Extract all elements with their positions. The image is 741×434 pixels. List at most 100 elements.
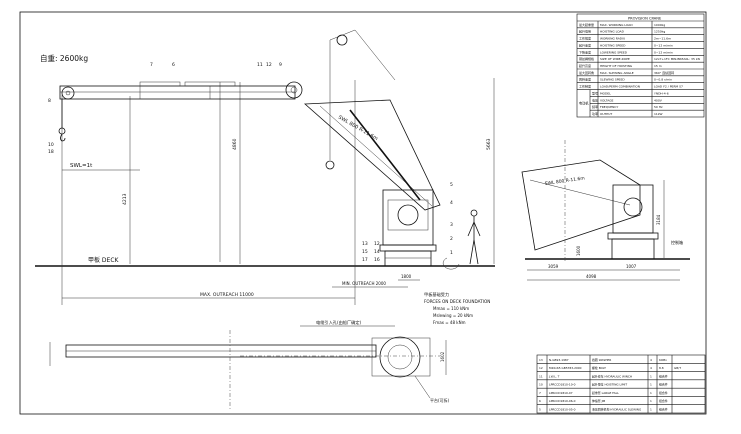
parts-cell: GB/T: [674, 366, 681, 370]
parts-cell: 10: [539, 383, 543, 387]
dim-height-left: 4213: [122, 193, 128, 205]
foundation-m-slewing: Mslewing = 20 kNm: [433, 313, 473, 318]
spec-value: 360° 连续回转: [654, 70, 674, 75]
spec-label: LOAD/PERM COMBINATION: [600, 85, 640, 89]
pedestal: [384, 250, 432, 267]
dim-height-mid: 4860: [232, 138, 238, 150]
callout-12b: 12: [374, 241, 380, 247]
parts-cell: 挡圈 WASHER: [592, 357, 611, 362]
spec-label: HEIGHT OF HOISTING: [600, 64, 633, 68]
spec-label-cn: 下降速度: [579, 49, 591, 54]
side-winch: [623, 197, 643, 217]
parts-cell: 60Mn: [659, 358, 667, 362]
parts-cell: J.W.L. T: [548, 374, 560, 378]
side-dim-left: 3059: [548, 264, 559, 269]
parts-cell: 液压回转机构 HYDRAULIC SLEWING: [592, 407, 641, 412]
spec-value: LOAD F2 / PERM S7: [654, 85, 683, 89]
callout-16: 16: [374, 257, 380, 263]
parts-cell: 组合件: [659, 373, 668, 378]
spec-table-border: [576, 13, 705, 118]
spec-table-title: PROVISION CRANE: [628, 17, 662, 21]
side-pedestal: [611, 238, 655, 260]
parts-cell: 7: [539, 391, 541, 395]
parts-cell: M20x65 GB5783-2000: [549, 366, 582, 370]
spec-value: 1000kg: [654, 23, 665, 27]
weight-label: 自重: 2600kg: [40, 53, 88, 63]
operator-leg: [473, 239, 479, 265]
parts-cell: 13: [539, 358, 543, 362]
parts-cell: LPRCCD1810-05-0: [549, 408, 576, 412]
luffing-cylinder: [349, 109, 421, 201]
callout-1: 1: [450, 250, 453, 256]
slewing-arc-symbol: [442, 257, 460, 270]
spec-motor-value: 50 Hz: [654, 105, 663, 109]
spec-label-cn: 起升速度: [579, 42, 591, 47]
spec-motor-label: OUTPUT: [600, 112, 612, 116]
parts-cell: 1: [650, 391, 652, 395]
parts-cell: 12: [539, 366, 543, 370]
boom-hydraulic-line: [184, 81, 236, 87]
parts-cell: 螺栓 BOLT: [592, 365, 606, 370]
side-slewing-ring: [607, 232, 659, 240]
spec-motor-group: 电动机: [579, 100, 589, 105]
crane-column: [382, 189, 434, 246]
spec-label: MAX. SLEWING ANGLE: [600, 71, 634, 75]
foundation-m-max: Mmax = 110 kNm: [433, 306, 469, 311]
spec-label-cn: 最大回转角: [579, 70, 594, 75]
spec-label: WORKING RADIU: [600, 37, 625, 41]
hook: [60, 133, 66, 142]
side-column: [612, 184, 654, 234]
callout-2: 2: [450, 236, 453, 242]
deck-label: 甲板 DECK: [88, 256, 120, 264]
callout-numbers: 8 10 18 7 6 11 12 9 5 4 3 2 1 13 15 17 1…: [48, 62, 453, 263]
foundation-title-cn: 甲板基础受力: [424, 291, 449, 298]
spec-label-cn: 工作制度: [579, 84, 591, 89]
plan-slewing-ring: [387, 344, 413, 370]
operator-arm: [473, 221, 481, 237]
spec-value: 2m~11.6m: [654, 37, 671, 41]
inclined-boom: [303, 99, 441, 211]
callout-13: 13: [362, 241, 368, 247]
callout-12: 12: [266, 62, 272, 68]
raised-boom-sheave: [336, 34, 348, 46]
parts-cell: LPRCCD1810-07: [549, 391, 573, 395]
parts-cell: 6: [539, 399, 541, 403]
spec-motor-value: YNDH-4-6: [654, 91, 669, 95]
parts-cell: 起重臂 LARGE FALL: [592, 390, 619, 395]
callout-9: 9: [279, 62, 282, 68]
foundation-title: FORCES ON DECK FOUNDATION: [424, 299, 490, 304]
spec-motor-label: MODEL: [600, 91, 611, 95]
sheave-hub: [65, 90, 71, 96]
callout-18: 18: [48, 149, 54, 155]
callout-11: 11: [257, 62, 263, 68]
telescopic-boom: [59, 85, 296, 100]
callout-14: 14: [374, 249, 380, 255]
parts-cell: 组合件: [659, 407, 668, 412]
spec-motor-label: VOLTAGE: [600, 98, 614, 102]
drawing-frame: [19, 11, 707, 415]
plan-callout-leader: [414, 375, 431, 399]
spec-motor-label: FREQUENCY: [600, 105, 618, 109]
spec-label-cn: 最大起重量: [579, 22, 594, 27]
operator-leg: [469, 239, 475, 265]
callout-6: 6: [172, 62, 175, 68]
spec-label-cn: 起升载荷: [579, 29, 591, 34]
parts-cell: 1: [650, 374, 652, 378]
callout-4: 4: [450, 200, 453, 206]
side-dim-height: 3184: [656, 214, 661, 225]
boom-hydraulic-line: [139, 81, 181, 87]
plan-view: 1602 平台(可拆): [49, 330, 450, 410]
callout-15: 15: [362, 249, 368, 255]
spec-value: 15 m: [654, 64, 662, 68]
raised-boom-outline: [329, 29, 396, 81]
spec-value: 12x7+1FC MIN.BREAKL: 35 kN: [654, 57, 700, 61]
spec-motor-value: 400V: [654, 98, 663, 102]
spec-value: 0~12 m/min: [654, 43, 673, 47]
operator-head: [470, 209, 478, 217]
parts-cell: 组合件: [659, 390, 668, 395]
parts-cell: 1: [650, 408, 652, 412]
plan-dim-height: 1602: [440, 351, 445, 362]
